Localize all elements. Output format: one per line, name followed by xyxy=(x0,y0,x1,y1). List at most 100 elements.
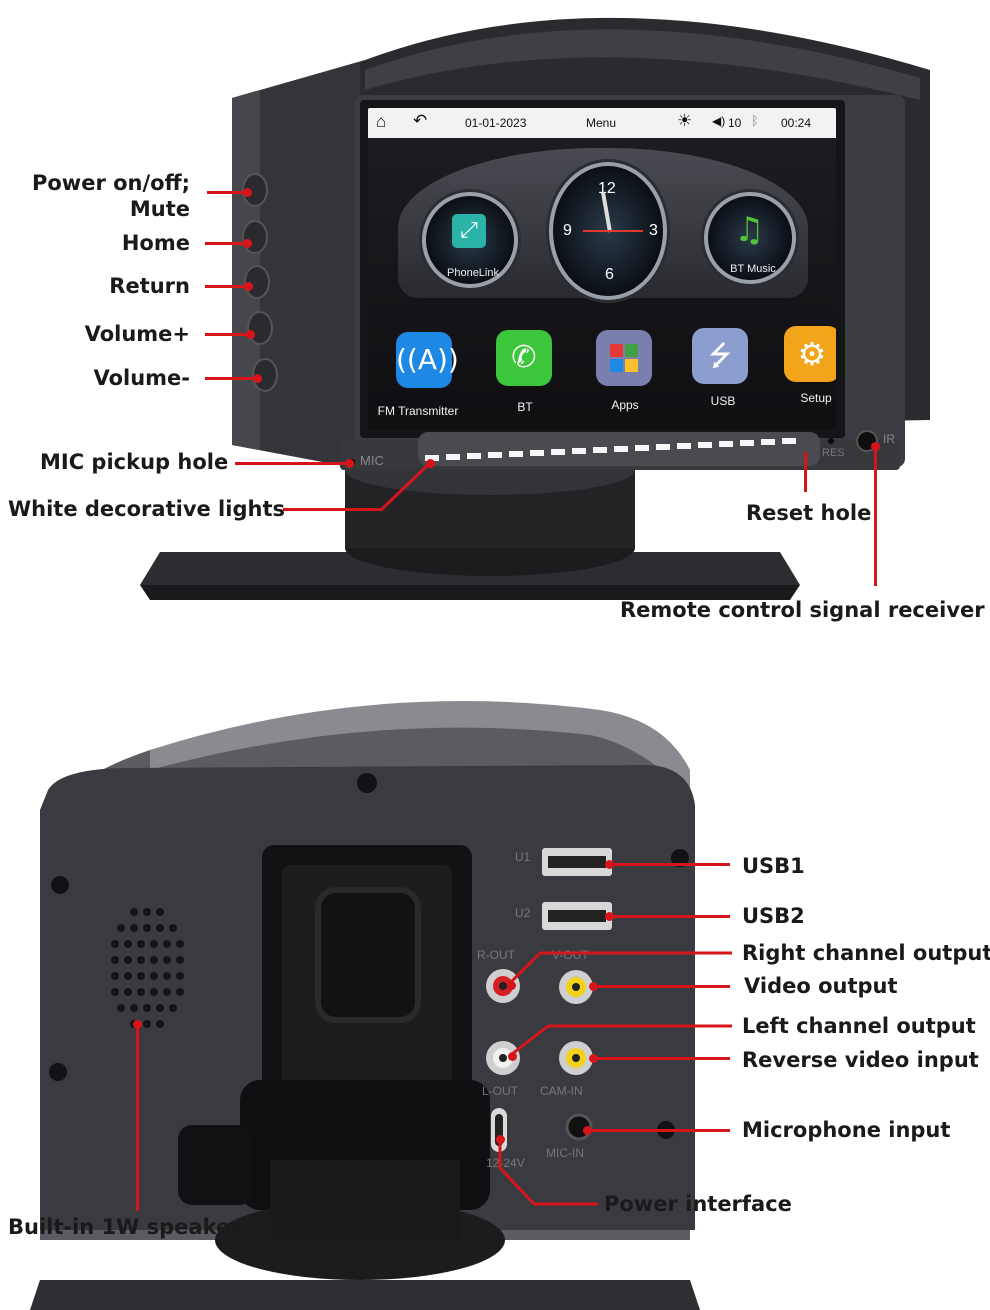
leader-power xyxy=(207,191,247,194)
callout-power-line1: Power on/off; xyxy=(31,171,190,195)
phone-icon: ✆ xyxy=(511,340,537,375)
leader-lights-h xyxy=(283,508,383,511)
clock-second-hand xyxy=(583,230,643,232)
phonelink-widget[interactable]: ⤢ xyxy=(422,192,518,288)
home-icon[interactable]: ⌂ xyxy=(376,112,387,131)
bt-music-label: BT Music xyxy=(730,263,776,275)
leader-lights-diag xyxy=(380,461,432,511)
leader-mic-hole xyxy=(235,462,347,465)
leader-volume-down-dot xyxy=(253,374,262,383)
leader-power-dot xyxy=(243,188,252,197)
callout-mic-input: Microphone input xyxy=(742,1118,951,1142)
bt-music-widget[interactable]: ♫ xyxy=(704,192,796,284)
setup-label: Setup xyxy=(800,391,832,405)
clock-hands xyxy=(601,192,612,233)
bt-app[interactable]: ✆ xyxy=(496,330,552,386)
power-marking: 12-24V xyxy=(486,1156,525,1170)
rear-device-illustration xyxy=(30,701,700,1310)
clock-6: 6 xyxy=(605,266,614,283)
leader-right-dot xyxy=(507,981,516,990)
volume-level: 10 xyxy=(728,116,742,130)
leader-speaker-dot xyxy=(133,1020,142,1029)
menu-label[interactable]: Menu xyxy=(586,116,617,130)
leader-reset xyxy=(804,452,807,492)
callout-home: Home xyxy=(121,231,190,255)
leader-usb2 xyxy=(610,915,730,918)
clock-3: 3 xyxy=(649,222,658,239)
callout-return: Return xyxy=(109,274,190,298)
leader-usb1 xyxy=(610,863,730,866)
mic-marking: MIC xyxy=(360,453,384,468)
cam-in-marking: CAM-IN xyxy=(540,1084,583,1098)
callout-right-channel: Right channel output xyxy=(742,941,990,965)
clock-widget: 12 3 6 9 xyxy=(549,162,667,300)
callout-speaker: Built-in 1W speaker xyxy=(8,1215,241,1239)
mic-in-marking: MIC-IN xyxy=(546,1146,584,1160)
leader-remote-dot xyxy=(871,442,880,451)
callout-power: Power on/off; Mute xyxy=(20,170,190,223)
callout-remote: Remote control signal receiver xyxy=(620,598,985,622)
usb-app[interactable]: ⭍ xyxy=(692,328,748,384)
leader-mic-input xyxy=(588,1129,730,1132)
leader-home-dot xyxy=(243,239,252,248)
gear-icon: ⚙ xyxy=(797,335,827,373)
callout-usb2: USB2 xyxy=(742,904,805,928)
callout-mic-hole: MIC pickup hole xyxy=(40,450,229,474)
volume-icon[interactable]: ◀) xyxy=(712,114,726,128)
u1-marking: U1 xyxy=(515,850,531,864)
leader-volume-up-dot xyxy=(246,330,255,339)
antenna-icon: ((A)) xyxy=(396,343,459,376)
apps-label: Apps xyxy=(611,398,639,412)
l-out-marking: L-OUT xyxy=(482,1084,518,1098)
grid-icon xyxy=(610,344,638,372)
bt-label: BT xyxy=(517,400,533,414)
callout-left-channel: Left channel output xyxy=(742,1014,976,1038)
leader-video xyxy=(594,985,730,988)
leader-volume-up xyxy=(205,333,250,336)
leader-volume-down xyxy=(205,377,257,380)
apps-app[interactable] xyxy=(596,330,652,386)
phonelink-icon: ⤢ xyxy=(452,214,486,248)
fm-transmitter-label: FM Transmitter xyxy=(377,404,459,418)
leader-reverse-dot xyxy=(589,1054,598,1063)
leader-right-ch xyxy=(508,951,732,985)
usb-icon: ⭍ xyxy=(708,339,732,372)
callout-mute: Mute xyxy=(129,197,190,222)
callout-volume-up: Volume+ xyxy=(84,322,190,346)
leader-usb2-dot xyxy=(605,912,614,921)
leader-usb1-dot xyxy=(605,860,614,869)
leader-video-dot xyxy=(589,982,598,991)
leader-power-if xyxy=(498,1140,598,1206)
ir-marking: IR xyxy=(883,432,895,446)
u2-marking: U2 xyxy=(515,906,531,920)
status-date: 01-01-2023 xyxy=(465,116,527,130)
leader-reverse xyxy=(594,1057,730,1060)
fm-transmitter-app[interactable]: ((A)) xyxy=(396,332,459,388)
usb-label: USB xyxy=(710,394,736,408)
leader-return xyxy=(205,285,248,288)
leader-remote xyxy=(874,448,877,586)
callout-lights: White decorative lights xyxy=(8,497,285,521)
sun-icon[interactable]: ☀ xyxy=(677,111,693,130)
leader-mic-hole-dot xyxy=(345,459,354,468)
phonelink-label: PhoneLink xyxy=(447,267,499,279)
status-bar: ⌂ ↶ 01-01-2023 Menu ☀ ◀) 10 ᛒ 00:24 xyxy=(368,108,836,138)
callout-usb1: USB1 xyxy=(742,854,805,878)
callout-reset: Reset hole xyxy=(746,501,872,525)
leader-left-ch xyxy=(511,1024,732,1056)
back-icon[interactable]: ↶ xyxy=(413,111,428,130)
music-note-icon: ♫ xyxy=(734,210,765,250)
leader-mic-input-dot xyxy=(583,1126,592,1135)
setup-app[interactable]: ⚙ xyxy=(784,326,836,382)
r-out-marking: R-OUT xyxy=(477,948,515,962)
head-unit-screen: ⌂ ↶ 01-01-2023 Menu ☀ ◀) 10 ᛒ 00:24 ⤢ Ph… xyxy=(368,108,836,430)
callout-reverse: Reverse video input xyxy=(742,1048,979,1072)
clock-9: 9 xyxy=(563,222,572,239)
callout-power-interface: Power interface xyxy=(604,1192,792,1216)
leader-power-if-dot xyxy=(496,1135,505,1144)
leader-return-dot xyxy=(244,282,253,291)
leader-speaker xyxy=(136,1028,139,1211)
status-time: 00:24 xyxy=(781,116,812,130)
leader-home xyxy=(205,242,247,245)
bluetooth-icon[interactable]: ᛒ xyxy=(751,113,759,128)
